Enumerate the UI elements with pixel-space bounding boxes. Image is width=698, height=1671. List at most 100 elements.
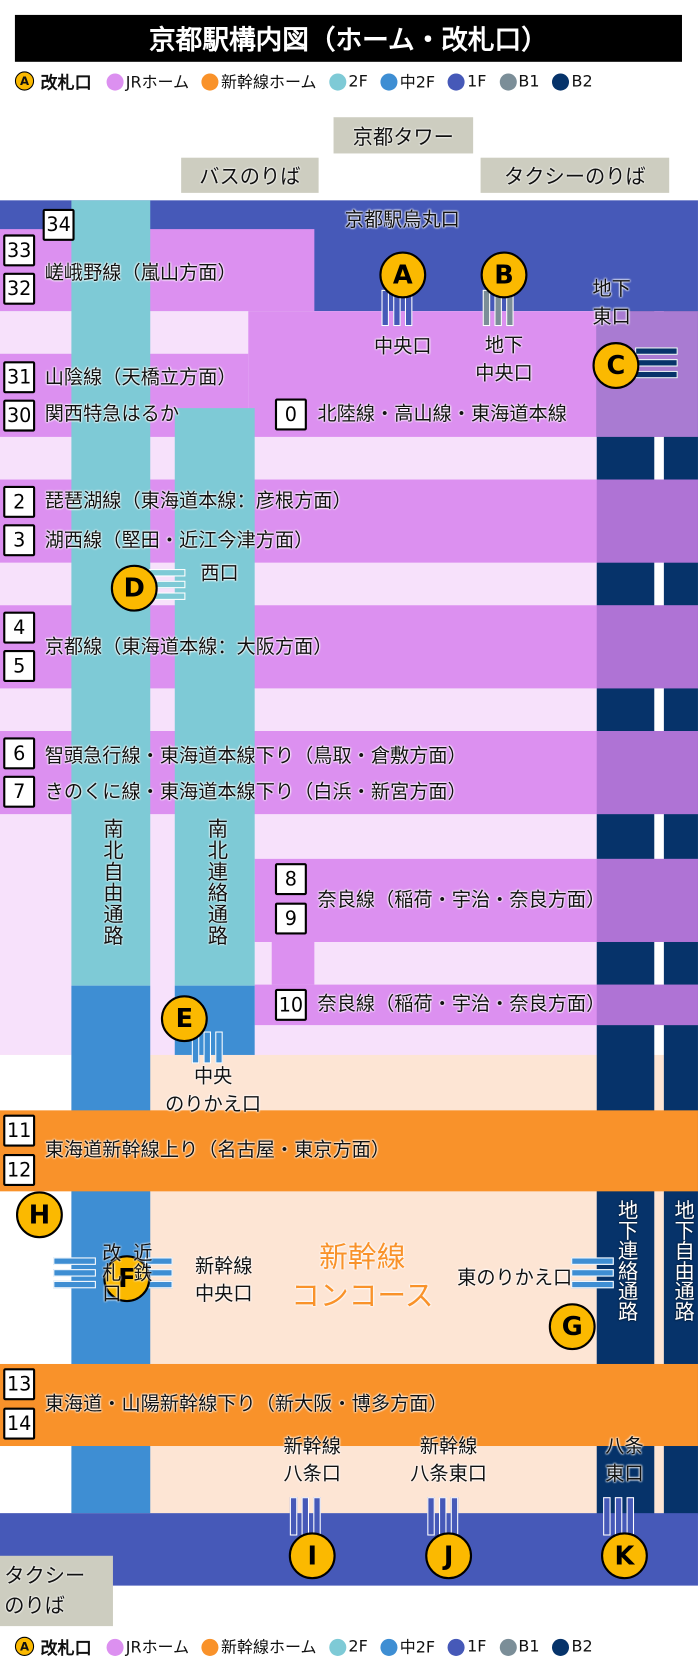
nanboku-jiyu-label: 南北自由通路 (100, 818, 124, 947)
gate-g[interactable]: G (548, 1303, 596, 1351)
gate-f[interactable]: F (103, 1255, 151, 1303)
gate-g-bars (571, 1257, 614, 1289)
legend-jr: JRホーム (106, 70, 189, 92)
legend-1f: 1F (447, 71, 486, 91)
gate-i-bars (289, 1497, 321, 1536)
line-kinokuni: きのくに線・東海道本線下り（白浜・新宮方面） (44, 781, 467, 804)
platform-33: 33 (3, 234, 36, 267)
jr-band-connector (271, 941, 315, 985)
gate-k-label: 八条東口 (605, 1435, 644, 1486)
line-nara-8-9: 奈良線（稲荷・宇治・奈良方面） (317, 888, 606, 912)
line-haruka: 関西特急はるか (44, 402, 180, 426)
gate-j[interactable]: J (425, 1532, 473, 1580)
legend-2f: 2F (329, 71, 368, 91)
chika-jiyu-label: 地下自由通路 (671, 1199, 695, 1322)
line-sanin: 山陰線（天橋立方面） (44, 366, 237, 389)
platform-31: 31 (3, 361, 36, 394)
b1-overlay (596, 731, 698, 815)
nanboku-renraku-2f (174, 408, 255, 986)
nanboku-renraku-label: 南北連絡通路 (204, 818, 229, 947)
gate-k-bars (603, 1497, 635, 1536)
platform-11: 11 (3, 1114, 36, 1147)
legend-b1: B1 (499, 1637, 540, 1656)
gate-i-label: 新幹線八条口 (283, 1435, 341, 1486)
map-title: 京都駅構内図（ホーム・改札口） (14, 14, 682, 62)
platform-14: 14 (3, 1407, 36, 1440)
gate-f-bars (144, 1257, 173, 1289)
legend-shinkansen: 新幹線ホーム (201, 70, 316, 92)
platform-7: 7 (3, 775, 36, 808)
line-chizu: 智頭急行線・東海道本線下り（鳥取・倉敷方面） (44, 744, 467, 768)
gate-d-label: 西口 (200, 562, 239, 586)
legend-b1: B1 (499, 71, 540, 91)
platform-3: 3 (3, 524, 36, 557)
gate-e-label: 中央のりかえ口 (165, 1065, 262, 1116)
legend-b2: B2 (552, 1637, 593, 1656)
gate-f-label: 新幹線中央口 (195, 1255, 253, 1306)
b1-overlay (596, 984, 698, 1026)
platform-8: 8 (274, 863, 307, 896)
chika-renraku-label: 地下連絡通路 (614, 1199, 639, 1322)
b1-overlay (596, 858, 698, 942)
legend-m2f: 中2F (380, 1635, 435, 1657)
jr-band-10 (254, 984, 698, 1026)
gate-k[interactable]: K (600, 1532, 648, 1580)
legend-2f: 2F (329, 1637, 368, 1656)
jr-band-8-9 (254, 858, 698, 942)
platform-32: 32 (3, 272, 36, 305)
line-hokuriku: 北陸線・高山線・東海道本線 (317, 402, 567, 426)
gate-c[interactable]: C (592, 342, 640, 389)
gate-b[interactable]: B (480, 251, 528, 299)
platform-30: 30 (3, 399, 36, 432)
floor-1f-south (0, 1513, 698, 1586)
gate-e[interactable]: E (160, 995, 208, 1043)
platform-5: 5 (3, 650, 36, 682)
shinkansen-band-11-12 (0, 1110, 698, 1192)
jr-area-northwest (0, 229, 315, 312)
gate-a[interactable]: A (379, 251, 427, 299)
platform-4: 4 (3, 611, 36, 644)
line-kosei: 湖西線（堅田・近江今津方面） (44, 529, 314, 552)
taxi-north-label: タクシーのりば (480, 157, 670, 193)
gate-i[interactable]: I (288, 1532, 336, 1580)
line-kyoto: 京都線（東海道本線：大阪方面） (44, 636, 333, 659)
line-nara-10: 奈良線（稲荷・宇治・奈良方面） (317, 993, 606, 1016)
legend-gate-label: 改札口 (40, 1637, 92, 1659)
gate-j-bars (427, 1497, 459, 1536)
platform-13: 13 (3, 1368, 36, 1401)
gate-h-bars (53, 1257, 96, 1289)
legend-b2: B2 (552, 71, 593, 91)
platform-12: 12 (3, 1154, 36, 1187)
taxi-south-label: タクシーのりば (0, 1555, 113, 1627)
line-shinkansen-up: 東海道新幹線上り（名古屋・東京方面） (44, 1139, 391, 1162)
gate-h[interactable]: H (15, 1191, 63, 1239)
line-shinkansen-down: 東海道・山陽新幹線下り（新大阪・博多方面） (44, 1392, 448, 1416)
platform-6: 6 (3, 737, 36, 770)
platform-34: 34 (42, 208, 75, 241)
platform-2: 2 (3, 485, 36, 518)
gate-a-label: 中央口 (374, 335, 432, 359)
legend-1f: 1F (447, 1637, 486, 1656)
kyoto-tower-label: 京都タワー (333, 117, 474, 154)
line-sagano: 嵯峨野線（嵐山方面） (44, 262, 237, 285)
gate-j-label: 新幹線八条東口 (410, 1435, 487, 1486)
gate-b-label: 地下中央口 (475, 334, 533, 385)
b1-overlay (596, 605, 698, 689)
bus-stop-label: バスのりば (181, 157, 319, 193)
platform-0: 0 (274, 398, 307, 431)
gate-g-label: 東のりかえ口 (457, 1266, 573, 1290)
shinkansen-band-13-14 (0, 1363, 698, 1447)
line-biwako: 琵琶湖線（東海道本線：彦根方面） (44, 490, 352, 513)
platform-10: 10 (274, 988, 307, 1021)
gate-c-bars (635, 347, 678, 379)
gate-d[interactable]: D (110, 564, 158, 612)
legend-jr: JRホーム (106, 1635, 189, 1657)
gate-legend-icon: A (14, 71, 35, 91)
karasuma-exit-label: 京都駅烏丸口 (344, 208, 460, 232)
gate-d-bars (149, 569, 186, 600)
gate-legend-icon: A (14, 1636, 35, 1656)
b1-overlay (596, 479, 698, 563)
